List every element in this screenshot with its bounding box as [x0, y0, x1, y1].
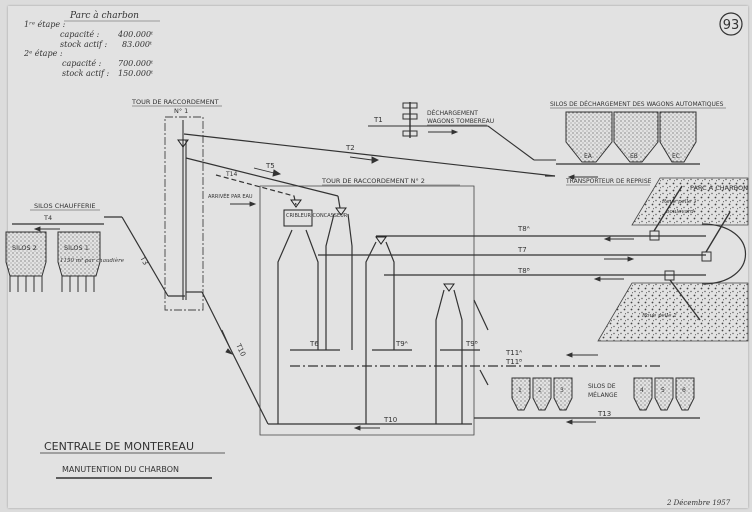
svg-text:3: 3 [560, 387, 564, 394]
conveyor-lines [183, 133, 706, 425]
svg-text:2: 2 [538, 387, 542, 394]
svg-text:DÉCHARGEMENT: DÉCHARGEMENT [427, 109, 478, 117]
svg-text:SILOS 2: SILOS 2 [12, 244, 37, 252]
svg-text:EB: EB [630, 153, 638, 160]
svg-text:TOUR DE RACCORDEMENT N° 2: TOUR DE RACCORDEMENT N° 2 [321, 177, 425, 185]
svg-text:6: 6 [682, 387, 686, 394]
svg-text:T8ᴮ: T8ᴮ [517, 267, 530, 275]
boiler-silos: SILOS CHAUFFERIE T4 SILOS 2 SILOS 1 1150… [5, 202, 185, 297]
automatic-wagon-silos: SILOS DE DÉCHARGEMENT DES WAGONS AUTOMAT… [550, 100, 726, 186]
svg-text:EA: EA [584, 153, 593, 160]
svg-text:N° 1: N° 1 [174, 107, 188, 115]
crusher-label: CRIBLEUR CONCASSEUR [286, 213, 348, 219]
svg-text:capacité :: capacité : [60, 30, 100, 39]
crusher-box [283, 209, 313, 227]
svg-text:stock actif :: stock actif : [60, 40, 108, 49]
svg-text:Roue pelle 2: Roue pelle 2 [641, 313, 677, 319]
svg-text:EC: EC [672, 153, 680, 160]
sheet-number: 93 [719, 12, 743, 36]
svg-text:1150 m³ par chaudière: 1150 m³ par chaudière [60, 257, 125, 264]
svg-text:T11ᴮ: T11ᴮ [505, 358, 522, 366]
svg-text:400.000ᵗ: 400.000ᵗ [117, 30, 153, 39]
svg-text:SILOS CHAUFFERIE: SILOS CHAUFFERIE [34, 202, 96, 210]
svg-text:1: 1 [518, 387, 522, 394]
svg-text:700.000ᵗ: 700.000ᵗ [118, 59, 153, 68]
svg-text:TRANSPORTEUR DE REPRISE: TRANSPORTEUR DE REPRISE [565, 178, 652, 185]
svg-text:T10: T10 [234, 342, 247, 358]
coal-park: PARC À CHARBON Roue pelle 1 boulevard Ro… [376, 177, 749, 342]
svg-text:T9ᴬ: T9ᴬ [395, 340, 408, 348]
coal-park-notes: Parc à charbon 1ʳᵉ étape : capacité : 40… [23, 10, 160, 78]
svg-text:capacité :: capacité : [62, 59, 102, 68]
svg-text:T8ᴬ: T8ᴬ [517, 225, 530, 233]
svg-text:1ʳᵉ étape :: 1ʳᵉ étape : [24, 20, 66, 29]
svg-text:T5: T5 [265, 162, 275, 170]
arrival-by-water: ARRIVÉE PAR EAU [208, 192, 253, 200]
svg-text:TOUR DE RACCORDEMENT: TOUR DE RACCORDEMENT [131, 98, 219, 106]
svg-text:WAGONS TOMBEREAU: WAGONS TOMBEREAU [427, 118, 494, 125]
svg-text:T3: T3 [138, 254, 150, 266]
wagon-unloading: DÉCHARGEMENT WAGONS TOMBEREAU T1 [368, 102, 556, 161]
svg-text:T13: T13 [597, 410, 611, 418]
hoppers [283, 199, 455, 292]
svg-text:83.000ᵗ: 83.000ᵗ [122, 40, 152, 49]
svg-text:T1: T1 [373, 116, 383, 124]
conveyor-labels: T2 T5 T14 ARRIVÉE PAR EAU T8ᴬ T7 T8ᴮ T6 … [208, 144, 611, 424]
svg-text:T2: T2 [345, 144, 355, 152]
flow-arrows [33, 129, 635, 431]
drawing-title: CENTRALE DE MONTEREAU [44, 440, 194, 453]
notes-title: Parc à charbon [69, 10, 139, 21]
svg-text:SILOS DE: SILOS DE [588, 383, 616, 390]
svg-text:5: 5 [661, 387, 665, 394]
svg-text:T9ᴮ: T9ᴮ [465, 340, 478, 348]
svg-text:T7: T7 [517, 246, 527, 254]
svg-text:stock actif :: stock actif : [62, 69, 110, 78]
svg-text:Roue pelle 1: Roue pelle 1 [661, 199, 697, 205]
svg-text:PARC À CHARBON: PARC À CHARBON [690, 183, 748, 192]
svg-text:4: 4 [640, 387, 644, 394]
mixing-silos: 1 2 3 4 5 6 SILOS DE MÉLANGE [511, 377, 695, 411]
tour-raccordement-1: TOUR DE RACCORDEMENT N° 1 [131, 98, 222, 311]
svg-text:T10: T10 [383, 416, 397, 424]
title-block: CENTRALE DE MONTEREAU MANUTENTION DU CHA… [40, 440, 225, 479]
svg-text:2ᵉ étape :: 2ᵉ étape : [23, 49, 63, 58]
svg-text:T14: T14 [225, 171, 237, 178]
svg-text:SILOS DE DÉCHARGEMENT DES WAGO: SILOS DE DÉCHARGEMENT DES WAGONS AUTOMAT… [550, 100, 724, 108]
svg-text:boulevard: boulevard [666, 209, 694, 215]
svg-text:SILOS 1: SILOS 1 [64, 244, 89, 252]
svg-text:T6: T6 [309, 340, 319, 348]
svg-text:93: 93 [723, 18, 740, 33]
tour-raccordement-2: TOUR DE RACCORDEMENT N° 2 [259, 177, 475, 436]
svg-text:150.000ᵗ: 150.000ᵗ [118, 69, 153, 78]
svg-text:T11ᴬ: T11ᴬ [505, 349, 522, 357]
drawing-date: 2 Décembre 1957 [666, 499, 731, 507]
drawing-subtitle: MANUTENTION DU CHARBON [62, 465, 179, 474]
svg-text:MÉLANGE: MÉLANGE [588, 391, 618, 399]
svg-text:T4: T4 [43, 214, 52, 222]
